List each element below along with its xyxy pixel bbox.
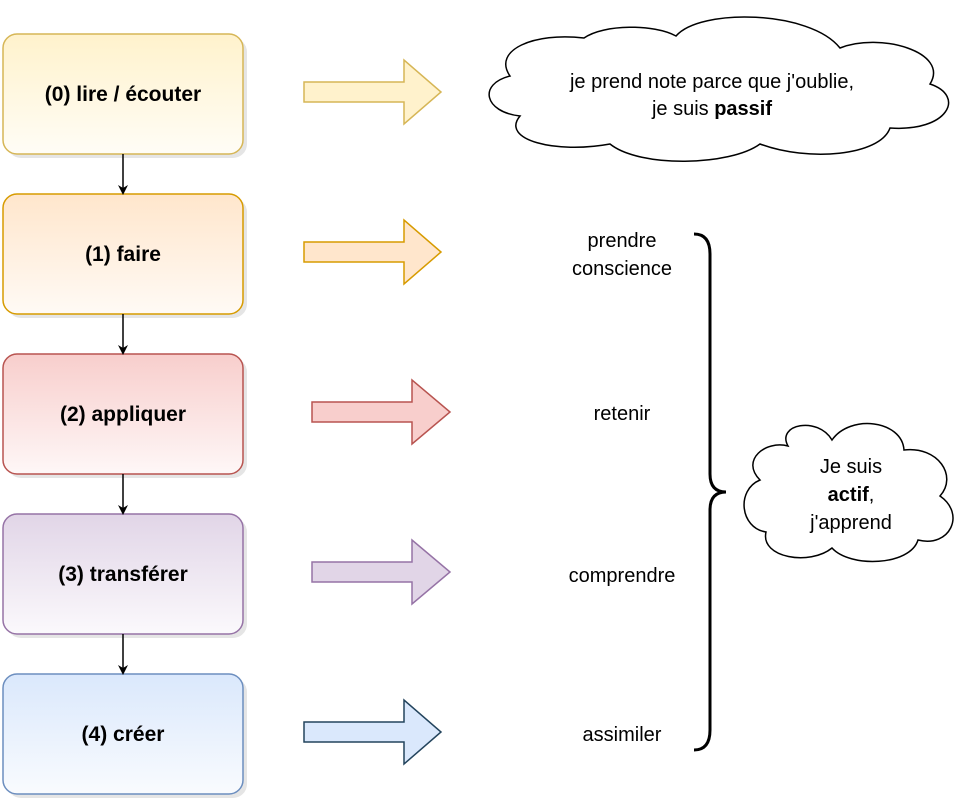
- curly-brace: [693, 232, 727, 752]
- block-arrow-1: [303, 218, 443, 286]
- step-box-1: (1) faire: [2, 193, 247, 318]
- passive-cloud: je prend note parce que j'oublie, je sui…: [488, 16, 950, 162]
- step-box-0: (0) lire / écouter: [2, 33, 247, 158]
- step-label-0: (0) lire / écouter: [45, 83, 201, 106]
- block-arrow-2: [311, 378, 452, 446]
- block-arrow-3: [311, 538, 452, 606]
- active-cloud: Je suis actif, j'apprend: [743, 422, 954, 563]
- step-box-4: (4) créer: [2, 673, 247, 798]
- outcome-retenir: retenir: [594, 403, 651, 425]
- passive-cloud-line2: je suis passif: [651, 98, 772, 120]
- block-arrow-4: [303, 698, 443, 766]
- step-label-1: (1) faire: [85, 243, 161, 266]
- step-box-2: (2) appliquer: [2, 353, 247, 478]
- passive-cloud-line1: je prend note parce que j'oublie,: [569, 71, 854, 93]
- active-cloud-line1: Je suis: [820, 456, 882, 478]
- step-box-3: (3) transférer: [2, 513, 247, 638]
- step-label-3: (3) transférer: [58, 563, 188, 586]
- block-arrow-0: [303, 58, 443, 126]
- step-label-4: (4) créer: [82, 723, 165, 746]
- outcome-prendre-line1: prendre: [588, 230, 657, 252]
- outcome-prendre-line2: conscience: [572, 258, 672, 280]
- step-label-2: (2) appliquer: [60, 403, 186, 426]
- outcome-assimiler: assimiler: [583, 724, 662, 746]
- outcome-comprendre: comprendre: [569, 565, 676, 587]
- active-cloud-line3: j'apprend: [809, 512, 892, 534]
- active-cloud-line2: actif,: [828, 484, 875, 506]
